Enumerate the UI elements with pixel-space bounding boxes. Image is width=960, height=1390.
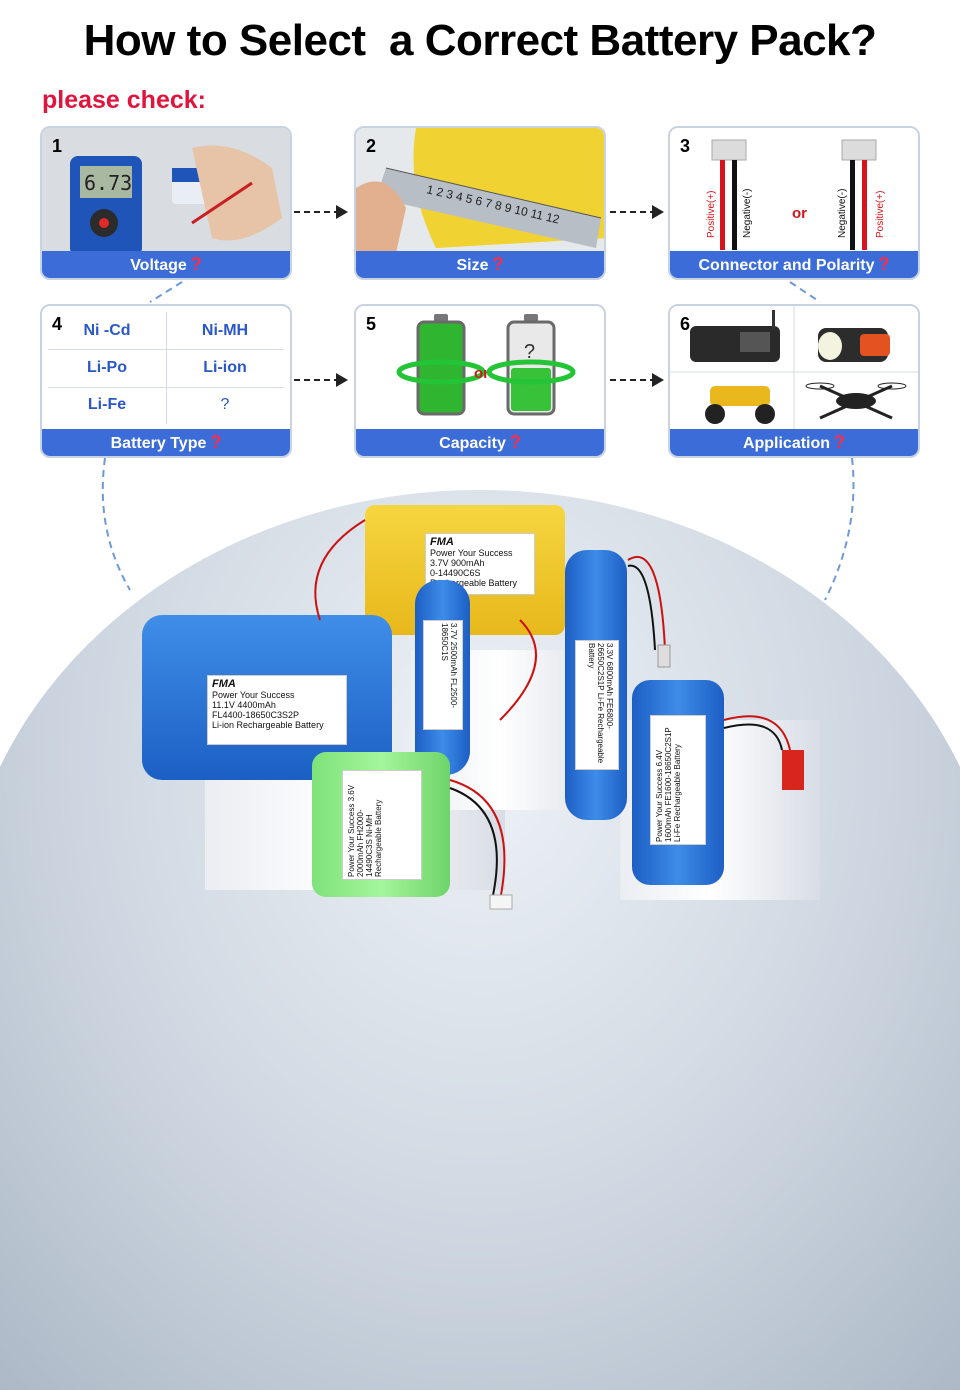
question-icon: ? bbox=[190, 254, 202, 274]
capacity-illustration: or ? bbox=[356, 306, 604, 431]
step-label-bar: Connector and Polarity? bbox=[670, 251, 918, 278]
step-label-bar: Size? bbox=[356, 251, 604, 278]
step-label: Capacity bbox=[439, 435, 506, 452]
multimeter-photo: 6.73 bbox=[42, 128, 290, 256]
step-number: 5 bbox=[366, 314, 377, 334]
question-icon: ? bbox=[509, 432, 521, 452]
arrow-icon bbox=[294, 373, 348, 387]
step-number: 6 bbox=[680, 314, 691, 334]
step-label: Battery Type bbox=[110, 435, 207, 452]
step-label-bar: Application? bbox=[670, 429, 918, 456]
type-unknown: ? bbox=[220, 396, 230, 414]
arrow-icon bbox=[294, 205, 348, 219]
battery-label: 3.3V 6800mAh FE6800-26650C2S1P Li-Fe Rec… bbox=[575, 640, 619, 770]
capacity-unknown: ? bbox=[524, 341, 535, 363]
page-title: How to Select a Correct Battery Pack? bbox=[83, 16, 877, 65]
connector-photo: Positive(+) Negative(-) or Negative(-) P… bbox=[670, 128, 918, 253]
positive-label: Positive(+) bbox=[706, 190, 717, 238]
or-text: or bbox=[792, 205, 807, 222]
step-card-capacity: or ? 5 Capacity? bbox=[354, 304, 606, 458]
battery-cell-liion: 3.7V 2500mAh FL2500-18650C1S bbox=[415, 580, 470, 775]
ruler-photo: 1 2 3 4 5 6 7 8 9 10 11 12 bbox=[356, 128, 604, 253]
dashed-guides bbox=[101, 281, 855, 601]
type-nicd: Ni -Cd bbox=[83, 321, 131, 339]
type-lipo: Li-Po bbox=[87, 358, 127, 376]
step-label: Application bbox=[742, 435, 831, 452]
step-card-application: 6 Application? bbox=[668, 304, 920, 458]
negative-label: Negative(-) bbox=[837, 189, 848, 238]
step-card-voltage: 6.73 1 Voltage? bbox=[40, 126, 292, 280]
step-number: 2 bbox=[366, 136, 377, 156]
arrow-icon bbox=[610, 205, 664, 219]
step-card-size: 1 2 3 4 5 6 7 8 9 10 11 12 2 Size? bbox=[354, 126, 606, 280]
step-card-battery-type: Ni -Cd Ni-MH Li-Po Li-ion Li-Fe ? 4 Batt… bbox=[40, 304, 292, 458]
step-label: Connector and Polarity bbox=[698, 257, 875, 274]
step-label-bar: Battery Type? bbox=[42, 429, 290, 456]
step-label-bar: Capacity? bbox=[356, 429, 604, 456]
battery-type-grid: Ni -Cd Ni-MH Li-Po Li-ion Li-Fe ? bbox=[48, 312, 284, 424]
application-photos bbox=[670, 306, 918, 431]
meter-reading: 6.73 bbox=[84, 171, 132, 195]
battery-pack-life-small: Power Your Success 6.4V 1600mAh FE1600-1… bbox=[632, 680, 724, 885]
question-icon: ? bbox=[878, 254, 890, 274]
type-liion: Li-ion bbox=[203, 358, 247, 376]
question-icon: ? bbox=[834, 432, 846, 452]
battery-label: 3.7V 2500mAh FL2500-18650C1S bbox=[423, 620, 463, 730]
step-label: Voltage bbox=[130, 257, 187, 274]
arrow-icon bbox=[610, 373, 664, 387]
step-card-connector: Positive(+) Negative(-) or Negative(-) P… bbox=[668, 126, 920, 280]
battery-cell-life: 3.3V 6800mAh FE6800-26650C2S1P Li-Fe Rec… bbox=[565, 550, 627, 820]
step-label: Size bbox=[456, 257, 489, 274]
type-nimh: Ni-MH bbox=[201, 321, 249, 339]
step-label-bar: Voltage? bbox=[42, 251, 290, 278]
question-icon: ? bbox=[492, 254, 504, 274]
negative-label: Negative(-) bbox=[742, 189, 753, 238]
question-icon: ? bbox=[210, 432, 222, 452]
step-number: 1 bbox=[52, 136, 63, 156]
battery-wires bbox=[314, 519, 804, 910]
battery-pack-nimh: Power Your Success 3.6V 2000mAh FH2000-1… bbox=[312, 752, 450, 897]
step-number: 3 bbox=[680, 136, 691, 156]
page-subtitle: please check: bbox=[42, 86, 206, 114]
positive-label: Positive(+) bbox=[875, 190, 886, 238]
type-life: Li-Fe bbox=[87, 396, 127, 414]
step-number: 4 bbox=[52, 314, 63, 334]
or-text: or bbox=[474, 365, 489, 382]
